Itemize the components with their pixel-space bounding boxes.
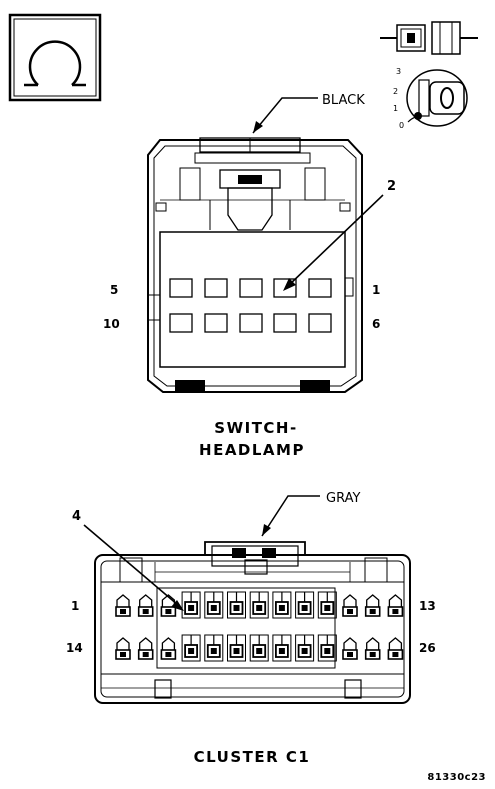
cluster-pin bbox=[295, 634, 315, 662]
cluster-pin bbox=[227, 591, 246, 619]
cluster-pin-right-top: 13 bbox=[419, 599, 436, 613]
cluster-pin bbox=[387, 594, 404, 617]
cavity bbox=[273, 313, 297, 333]
cluster-pin bbox=[317, 634, 337, 662]
cluster-pin bbox=[115, 637, 131, 660]
connector-plug-icon bbox=[380, 21, 478, 55]
cavity bbox=[308, 278, 332, 298]
cavity bbox=[273, 278, 297, 298]
cluster-pin bbox=[227, 634, 246, 662]
cluster-pin bbox=[249, 634, 269, 662]
switch-position-2: 2 bbox=[393, 87, 398, 96]
headlamp-pin-right-bottom: 6 bbox=[372, 317, 380, 331]
cluster-pin bbox=[295, 591, 315, 619]
cluster-pin-left-top: 1 bbox=[71, 599, 79, 613]
cavity bbox=[169, 278, 193, 298]
headlamp-pin-left-bottom: 10 bbox=[103, 317, 120, 331]
cluster-color-label: GRAY bbox=[326, 491, 360, 506]
cluster-pin bbox=[181, 591, 201, 619]
cluster-pin bbox=[317, 591, 337, 619]
cluster-pin-right-bottom: 26 bbox=[419, 641, 436, 655]
headlamp-title-line1: SWITCH- bbox=[214, 419, 297, 437]
cluster-pin bbox=[387, 637, 404, 660]
figure-code: 81330c23 bbox=[427, 772, 486, 783]
cluster-pin bbox=[137, 594, 154, 617]
cavity bbox=[169, 313, 193, 333]
cluster-pin bbox=[249, 591, 269, 619]
cavity bbox=[308, 313, 332, 333]
cluster-callout: 4 bbox=[72, 509, 81, 524]
switch-position-3: 3 bbox=[396, 67, 401, 76]
cluster-pin bbox=[342, 594, 358, 617]
cluster-title: CLUSTER C1 bbox=[194, 748, 311, 766]
ignition-key-icon: 3 2 1 0 bbox=[393, 67, 468, 130]
headlamp-callout: 2 bbox=[387, 179, 396, 194]
cluster-pin bbox=[204, 591, 224, 619]
cluster-pin bbox=[160, 637, 177, 660]
cluster-pin bbox=[137, 637, 154, 660]
headlamp-color-label: BLACK bbox=[322, 93, 365, 108]
headlamp-connector: BLACK bbox=[103, 93, 396, 459]
cluster-connector: GRAY 4 1 13 14 26 CLUSTER C1 bbox=[66, 491, 436, 766]
switch-position-1: 1 bbox=[393, 104, 398, 113]
switch-position-0: 0 bbox=[399, 121, 404, 130]
rotary-switch-symbol-icon bbox=[8, 13, 102, 102]
cluster-pin bbox=[342, 637, 358, 660]
cavity bbox=[204, 278, 228, 298]
cluster-pin bbox=[115, 594, 131, 617]
cluster-pin-left-bottom: 14 bbox=[66, 641, 83, 655]
headlamp-pin-left-top: 5 bbox=[110, 283, 118, 297]
cavity bbox=[239, 313, 263, 333]
cavity bbox=[239, 278, 263, 298]
cluster-pin bbox=[272, 634, 292, 662]
headlamp-pin-right-top: 1 bbox=[372, 283, 380, 297]
cluster-pin bbox=[272, 591, 292, 619]
cluster-pin bbox=[364, 637, 381, 660]
cluster-pin-array bbox=[115, 587, 404, 669]
headlamp-title-line2: HEADLAMP bbox=[199, 441, 305, 459]
cluster-pin bbox=[181, 634, 201, 662]
cluster-pin bbox=[204, 634, 224, 662]
cluster-pin bbox=[364, 594, 381, 617]
cavity bbox=[204, 313, 228, 333]
